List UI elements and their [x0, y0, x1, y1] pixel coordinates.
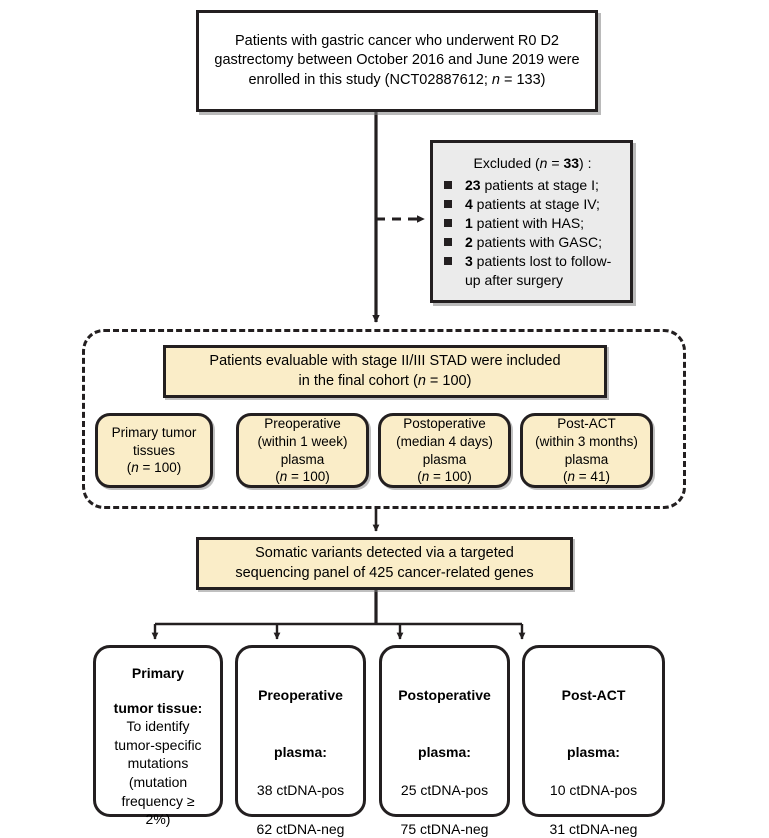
- sample-line: tissues: [132, 442, 176, 458]
- sample-box-postoperative-plasma: Postoperative (median 4 days) plasma (n …: [378, 413, 511, 488]
- excluded-item-text: patients lost to follow-up after surgery: [465, 253, 612, 288]
- sample-box-preoperative-plasma: Preoperative (within 1 week) plasma (n =…: [236, 413, 369, 488]
- result-body-line: 25 ctDNA-pos: [400, 782, 489, 799]
- excluded-title-eq: =: [547, 155, 564, 171]
- excluded-item-count: 3: [465, 253, 473, 270]
- enrollment-box: Patients with gastric cancer who underwe…: [196, 10, 598, 112]
- cohort-line-2: in the final cohort (n = 100): [299, 372, 472, 391]
- result-head-line: Preoperative: [258, 687, 343, 703]
- sample-n: (n = 100): [275, 469, 330, 485]
- list-item: 3 patients lost to follow-up after surge…: [443, 252, 622, 288]
- excluded-list: 23 patients at stage I; 4 patients at st…: [443, 176, 622, 290]
- result-box-postoperative-plasma: Postoperative plasma: 25 ctDNA-pos 75 ct…: [379, 645, 510, 837]
- enrollment-line-3-post: = 133): [499, 71, 546, 88]
- sample-box-primary-tumor-tissues: Primary tumor tissues (n = 100): [95, 413, 213, 488]
- excluded-item-text: patients with GASC;: [472, 234, 602, 251]
- result-head-line: Primary: [131, 665, 185, 681]
- result-body-line: mutations: [127, 755, 189, 772]
- cohort-line-1: Patients evaluable with stage II/III STA…: [209, 353, 561, 370]
- sample-n: (n = 100): [417, 469, 472, 485]
- square-bullet-icon: [444, 218, 452, 227]
- enrollment-line-1: Patients with gastric cancer who underwe…: [235, 33, 559, 50]
- sample-n-value: = 100: [429, 469, 468, 485]
- result-body-line: frequency ≥: [121, 792, 195, 809]
- sample-n-value: = 100: [138, 460, 177, 476]
- result-body-line: To identify: [126, 718, 190, 735]
- connector-somatic-to-results: [151, 590, 526, 640]
- sample-n: (n = 41): [563, 469, 610, 485]
- somatic-line-2: sequencing panel of 425 cancer-related g…: [235, 564, 534, 581]
- list-item: 4 patients at stage IV;: [443, 195, 622, 213]
- sample-n-value: = 100: [287, 469, 326, 485]
- cohort-line-2-pre: in the final cohort (: [298, 372, 418, 389]
- n-italic: n: [279, 469, 288, 485]
- result-head-line: plasma:: [274, 743, 327, 760]
- n-italic: n: [539, 155, 548, 171]
- result-body-line: 2%): [145, 811, 171, 828]
- excluded-item-count: 1: [465, 214, 473, 231]
- result-box-primary-tumor-tissue: Primary tumor tissue: To identify tumor-…: [93, 645, 223, 827]
- list-item: 2 patients with GASC;: [443, 233, 622, 251]
- excluded-item-count: 2: [465, 234, 473, 251]
- list-item: 1 patient with HAS;: [443, 214, 622, 232]
- result-body-line: tumor-specific: [114, 736, 202, 753]
- n-italic: n: [417, 372, 426, 389]
- excluded-title-pre: Excluded (: [473, 155, 540, 171]
- enrollment-line-3: enrolled in this study (NCT02887612; n =…: [248, 71, 545, 90]
- sample-line: (within 3 months): [535, 433, 638, 449]
- result-head-line: plasma:: [567, 743, 620, 760]
- somatic-line-1: Somatic variants detected via a targeted: [255, 545, 514, 562]
- result-box-post-act-plasma: Post-ACT plasma: 10 ctDNA-pos 31 ctDNA-n…: [522, 645, 665, 837]
- sample-n: (n = 100): [126, 460, 182, 476]
- excluded-item-text: patient with HAS;: [472, 214, 585, 231]
- excluded-total-count: 33: [563, 155, 580, 171]
- result-body-line: 10 ctDNA-pos: [549, 782, 638, 799]
- sample-line: Postoperative: [403, 415, 486, 431]
- sample-line: (median 4 days): [396, 433, 493, 449]
- excluded-title: Excluded (n = 33) :: [443, 154, 622, 173]
- excluded-box: Excluded (n = 33) : 23 patients at stage…: [430, 140, 633, 303]
- square-bullet-icon: [444, 180, 452, 189]
- excluded-item-count: 4: [465, 195, 473, 212]
- sample-line: (within 1 week): [257, 433, 348, 449]
- n-italic: n: [567, 469, 576, 485]
- n-italic: n: [491, 71, 500, 88]
- result-body-line: 38 ctDNA-pos: [256, 782, 345, 799]
- excluded-item-text: patients at stage I;: [480, 176, 599, 193]
- square-bullet-icon: [444, 257, 452, 266]
- sample-line: plasma: [422, 451, 467, 467]
- result-head-line: Postoperative: [398, 687, 491, 703]
- n-italic: n: [421, 469, 430, 485]
- sample-box-post-act-plasma: Post-ACT (within 3 months) plasma (n = 4…: [520, 413, 653, 488]
- result-body-line: (mutation: [128, 774, 188, 791]
- enrollment-line-3-pre: enrolled in this study (NCT02887612;: [248, 71, 492, 88]
- sample-line: Primary tumor: [111, 424, 197, 440]
- sample-line: plasma: [280, 451, 325, 467]
- sample-line: Preoperative: [264, 415, 341, 431]
- enrollment-line-2: gastrectomy between October 2016 and Jun…: [214, 52, 580, 69]
- result-head-line: tumor tissue:: [113, 699, 203, 716]
- excluded-item-text: patients at stage IV;: [472, 195, 600, 212]
- excluded-title-post: ) :: [579, 155, 592, 171]
- square-bullet-icon: [444, 199, 452, 208]
- square-bullet-icon: [444, 238, 452, 247]
- somatic-variants-box: Somatic variants detected via a targeted…: [196, 537, 573, 590]
- cohort-line-2-post: = 100): [425, 372, 472, 389]
- sample-n-value: = 41: [575, 469, 606, 485]
- n-italic: n: [131, 460, 139, 476]
- excluded-item-count: 23: [465, 176, 481, 193]
- result-box-preoperative-plasma: Preoperative plasma: 38 ctDNA-pos 62 ctD…: [235, 645, 366, 837]
- result-head-line: plasma:: [418, 743, 471, 760]
- list-item: 23 patients at stage I;: [443, 176, 622, 194]
- sample-line: plasma: [564, 451, 609, 467]
- cohort-box: Patients evaluable with stage II/III STA…: [163, 345, 607, 398]
- result-head-line: Post-ACT: [561, 687, 626, 703]
- sample-line: Post-ACT: [557, 415, 616, 431]
